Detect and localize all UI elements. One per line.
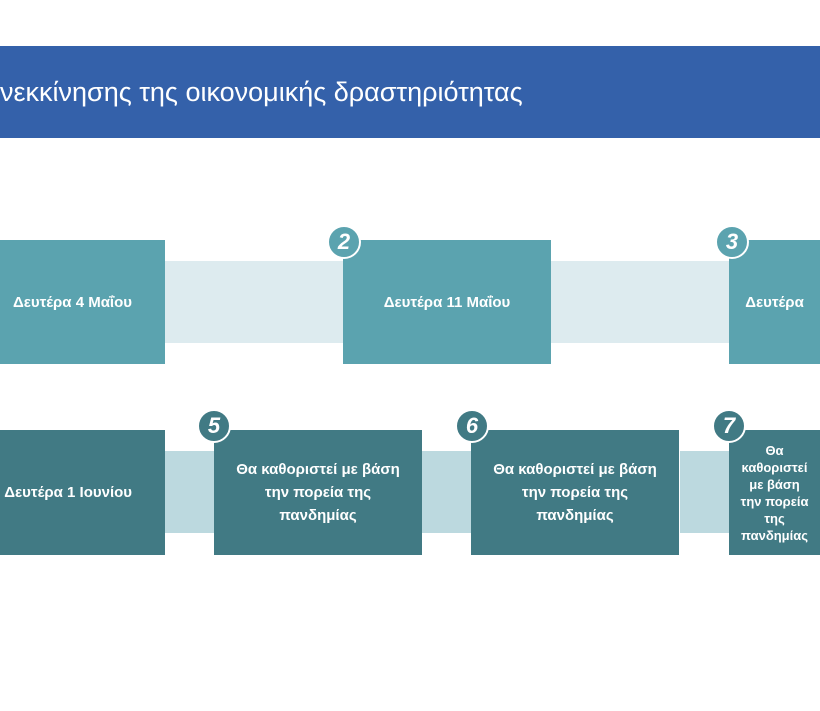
connector	[165, 261, 343, 343]
step-text: Δευτέρα 1 Ιουνίου	[4, 484, 132, 501]
connector	[165, 451, 214, 533]
step-number-badge: 3	[715, 225, 749, 259]
step-box-1: Δευτέρα 4 Μαΐου	[0, 240, 165, 364]
step-text: την πορεία της	[264, 484, 372, 501]
step-box-6: Θα καθοριστεί με βάση την πορεία της πανδη…	[471, 430, 679, 555]
step-box-4: Δευτέρα 1 Ιουνίου	[0, 430, 165, 555]
step-text: Θα καθοριστεί με βάση	[493, 461, 657, 478]
step-text: Δευτέρα	[745, 293, 804, 311]
step-text: πανδημίας	[536, 507, 614, 524]
step-number-badge: 2	[327, 225, 361, 259]
step-text: την πορεία της	[521, 484, 629, 501]
step-text: Θα καθοριστεί με βάση	[741, 442, 808, 492]
connector	[551, 261, 729, 343]
step-number-badge: 7	[712, 409, 746, 443]
step-number-badge: 6	[455, 409, 489, 443]
step-text: την πορεία της	[740, 493, 809, 526]
slide-title: νεκκίνησης της οικονομικής δραστηριότητα…	[0, 77, 523, 107]
step-text: Δευτέρα 11 Μαΐου	[383, 293, 511, 311]
step-text: πανδημίας	[741, 527, 808, 543]
step-text: Δευτέρα 4 Μαΐου	[12, 293, 132, 311]
step-box-3: Δευτέρα	[729, 240, 820, 364]
step-number-badge: 5	[197, 409, 231, 443]
step-text: Θα καθοριστεί με βάση	[236, 461, 400, 478]
connector	[422, 451, 471, 533]
step-box-2: Δευτέρα 11 Μαΐου	[343, 240, 551, 364]
step-text: πανδημίας	[279, 507, 357, 524]
slide-title-bar: νεκκίνησης της οικονομικής δραστηριότητα…	[0, 46, 820, 138]
connector	[680, 451, 729, 533]
step-box-5: Θα καθοριστεί με βάση την πορεία της πανδη…	[214, 430, 422, 555]
